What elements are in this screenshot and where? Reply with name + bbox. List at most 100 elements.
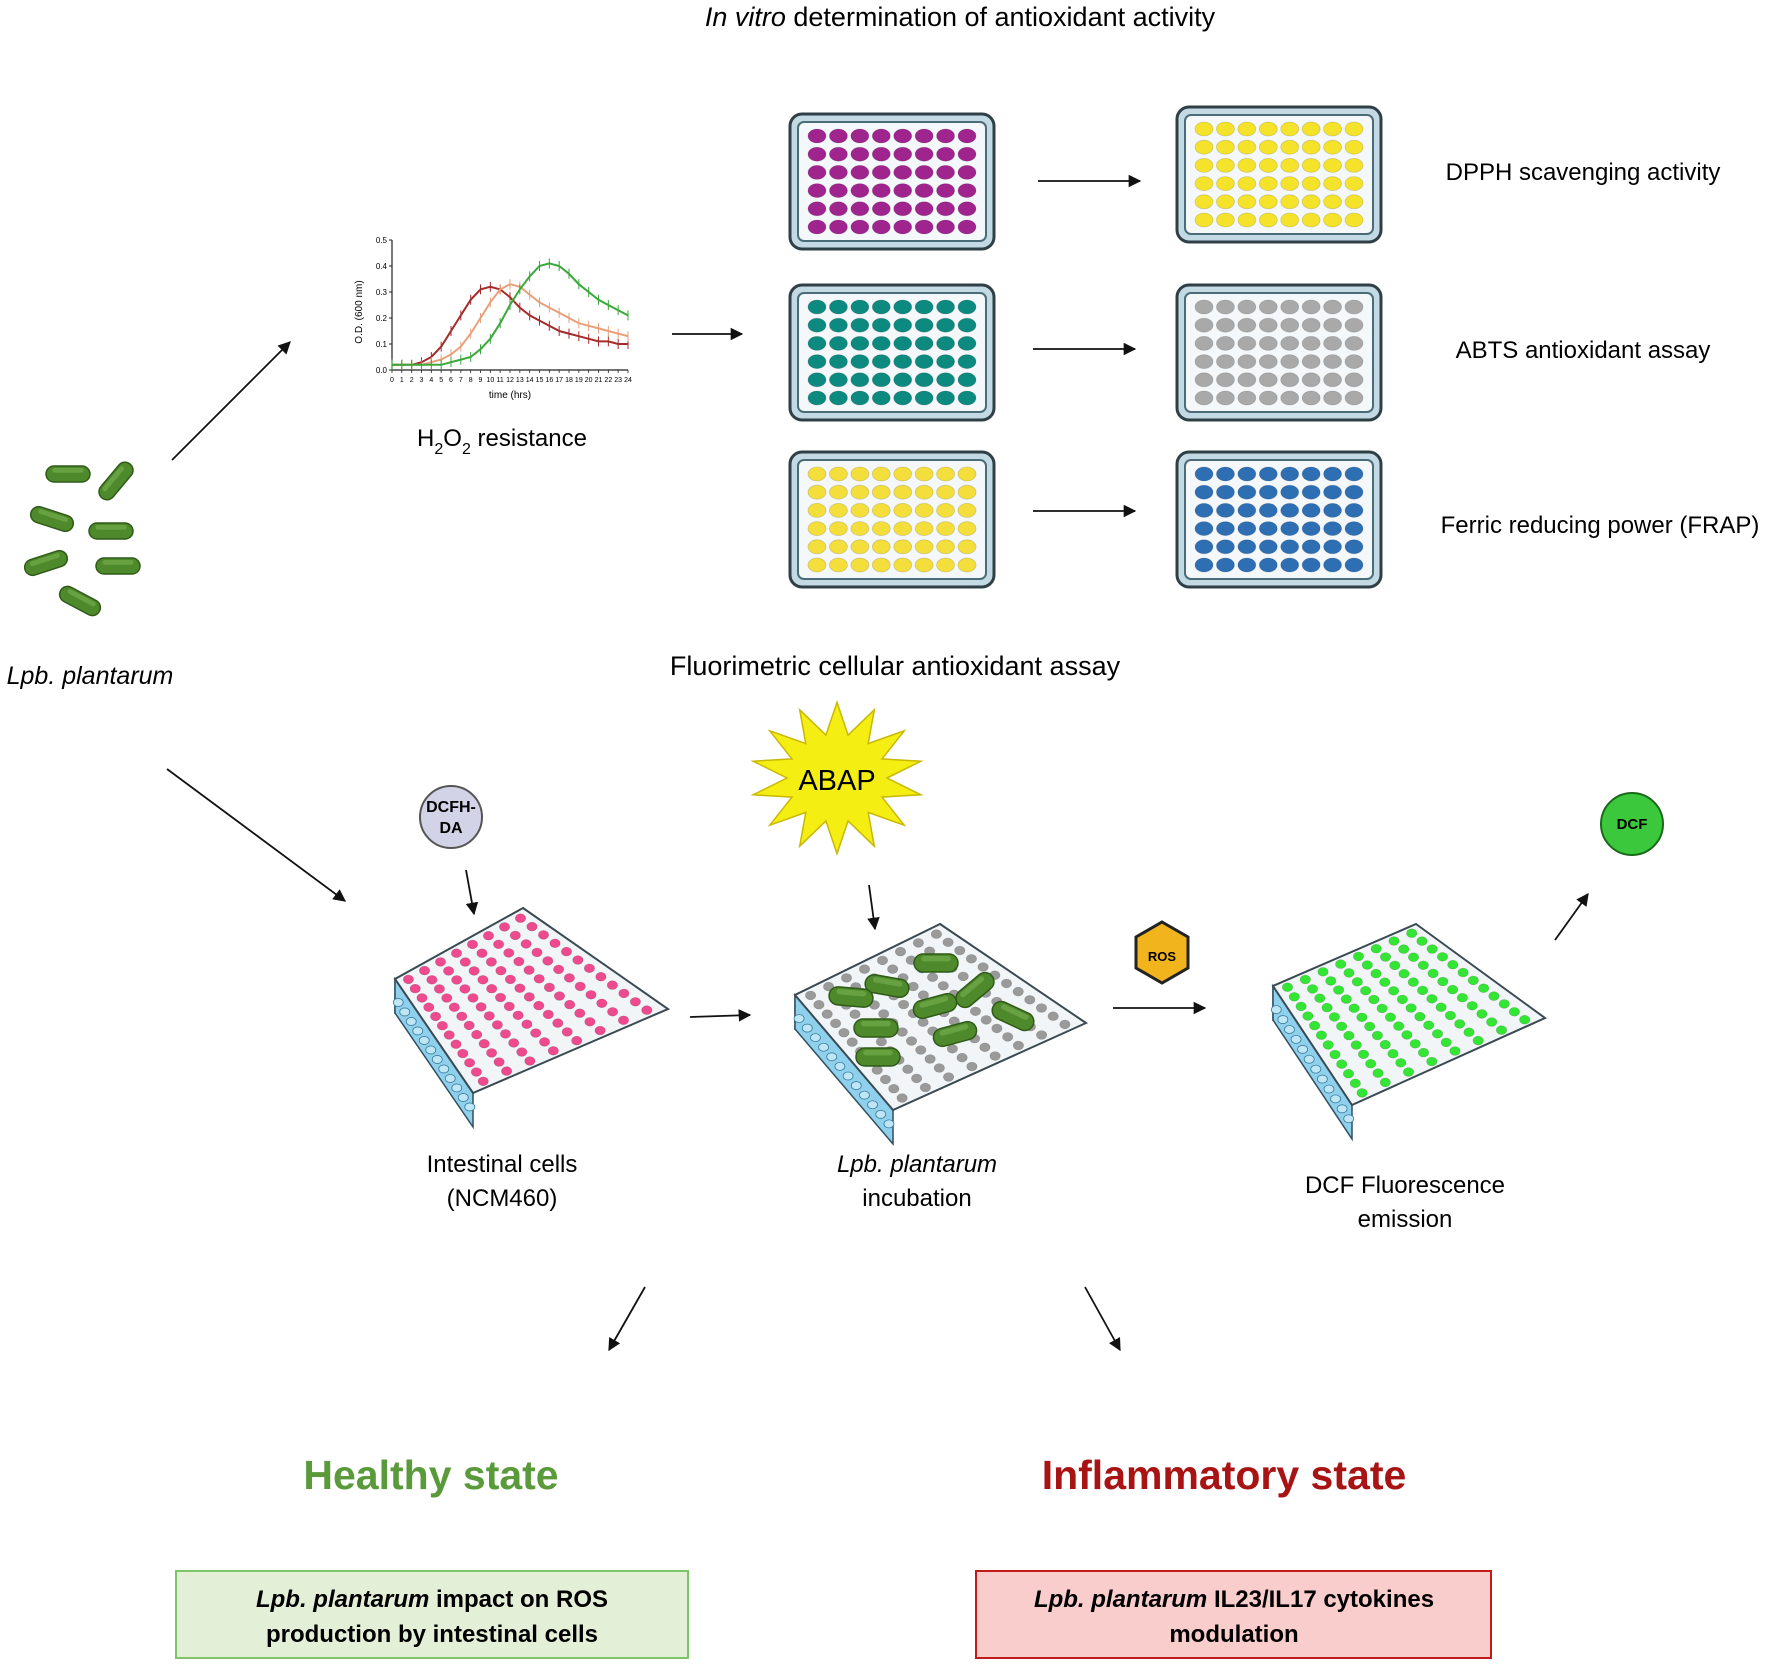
plate-side-well xyxy=(1310,1064,1322,1074)
plate-well xyxy=(1361,960,1373,970)
plate-well xyxy=(957,354,977,370)
plate-well xyxy=(936,183,955,199)
incubation-bacterium xyxy=(853,1018,899,1038)
plate-well xyxy=(1406,928,1418,938)
plate-well xyxy=(807,539,827,555)
plate-well xyxy=(957,219,977,235)
plate-well xyxy=(1417,985,1429,996)
plate-well xyxy=(433,984,445,994)
plate-well xyxy=(641,1005,653,1015)
plate-well xyxy=(618,988,630,999)
plate-side-well xyxy=(464,1102,476,1112)
plate-well xyxy=(1258,139,1278,155)
plate-side-well xyxy=(399,1007,411,1017)
plate-well xyxy=(1393,1021,1405,1031)
plate-well xyxy=(1237,157,1257,173)
plate-well xyxy=(1321,1002,1333,1013)
plate-well xyxy=(436,1020,448,1031)
plate-well xyxy=(495,965,507,976)
plate-well xyxy=(1194,521,1214,536)
plate-well xyxy=(501,1066,513,1076)
plate-well xyxy=(1356,1012,1368,1023)
plate-well xyxy=(893,164,913,180)
plate-well xyxy=(1432,1029,1444,1039)
x-tick-label: 15 xyxy=(536,377,544,384)
plate-well xyxy=(1299,974,1311,985)
plate-well xyxy=(1344,139,1364,155)
plate-well xyxy=(1301,484,1321,500)
plate-well xyxy=(553,991,565,1001)
plate-well xyxy=(936,299,955,315)
plate-well xyxy=(467,993,479,1003)
plate-well xyxy=(1301,390,1321,406)
plate-well xyxy=(1216,176,1235,192)
plate-well xyxy=(1387,1048,1399,1059)
plate-well xyxy=(1403,1067,1415,1077)
plate-well xyxy=(493,1057,505,1067)
plate-well xyxy=(876,955,888,966)
plate-well xyxy=(914,539,934,555)
plate-side-well xyxy=(1277,1015,1289,1024)
plate-well xyxy=(1258,539,1278,555)
plate-well xyxy=(423,1002,435,1012)
plate-well xyxy=(471,1029,483,1040)
plate-well xyxy=(813,999,825,1010)
plate-well xyxy=(1194,466,1214,482)
plate-well xyxy=(1237,557,1257,573)
plate-well xyxy=(807,502,827,518)
inflammatory-state-title: Inflammatory state xyxy=(1042,1452,1407,1498)
section-title-in-vitro: In vitro determination of antioxidant ac… xyxy=(705,2,1216,32)
plate-well xyxy=(887,964,899,974)
plate-well xyxy=(1447,959,1459,970)
plate-well xyxy=(1498,999,1510,1009)
plate-well xyxy=(1216,557,1235,573)
plate-well xyxy=(1216,212,1235,228)
plate-well xyxy=(1427,968,1439,979)
plate-well xyxy=(477,1076,489,1087)
label-incubation-2: incubation xyxy=(862,1185,971,1212)
plate-well xyxy=(1194,502,1214,518)
plate-well xyxy=(1398,944,1410,954)
plate-well xyxy=(936,466,955,482)
plate-well xyxy=(823,981,835,992)
healthy-box-line1: Lpb. plantarum impact on ROS xyxy=(256,1586,608,1613)
plate-well xyxy=(980,1015,992,1025)
plate-well xyxy=(584,1017,596,1027)
plate-well xyxy=(1463,1027,1475,1037)
plate-well xyxy=(1437,952,1449,962)
plate-well xyxy=(1301,212,1321,228)
plate-well xyxy=(991,1023,1003,1034)
plate-well xyxy=(1370,943,1382,954)
plate-well xyxy=(850,521,870,536)
plate-well xyxy=(1395,1058,1407,1068)
plate-well xyxy=(957,539,977,555)
plate-well xyxy=(871,557,891,573)
plate-well xyxy=(583,963,595,974)
svg-text:ROS: ROS xyxy=(1148,949,1177,964)
plate-well xyxy=(503,1001,515,1012)
plate-well xyxy=(571,1035,583,1046)
plate-well xyxy=(871,484,891,500)
y-tick-label: 0.3 xyxy=(376,288,388,297)
plate-well xyxy=(1344,317,1364,333)
plate-well xyxy=(1323,335,1342,351)
plate-well xyxy=(805,990,817,1001)
plate-well xyxy=(871,299,891,315)
plate-well xyxy=(957,128,977,144)
plate-well xyxy=(936,335,955,351)
plate-well xyxy=(979,1042,991,1053)
assay-label-abts: ABTS antioxidant assay xyxy=(1456,337,1711,364)
plate-well xyxy=(1407,977,1419,987)
plate-well xyxy=(1000,978,1012,989)
plate-well xyxy=(498,922,510,932)
plate-well xyxy=(509,930,521,941)
plate-well xyxy=(850,219,870,235)
arrow-abap-down xyxy=(867,884,880,931)
plate-well xyxy=(893,539,913,555)
plate-well xyxy=(871,201,891,217)
plate-well xyxy=(1280,484,1300,500)
plate-well xyxy=(1280,354,1300,370)
plate-well xyxy=(1379,1077,1391,1088)
plate-well xyxy=(830,1018,842,1029)
plate-well xyxy=(871,502,891,518)
